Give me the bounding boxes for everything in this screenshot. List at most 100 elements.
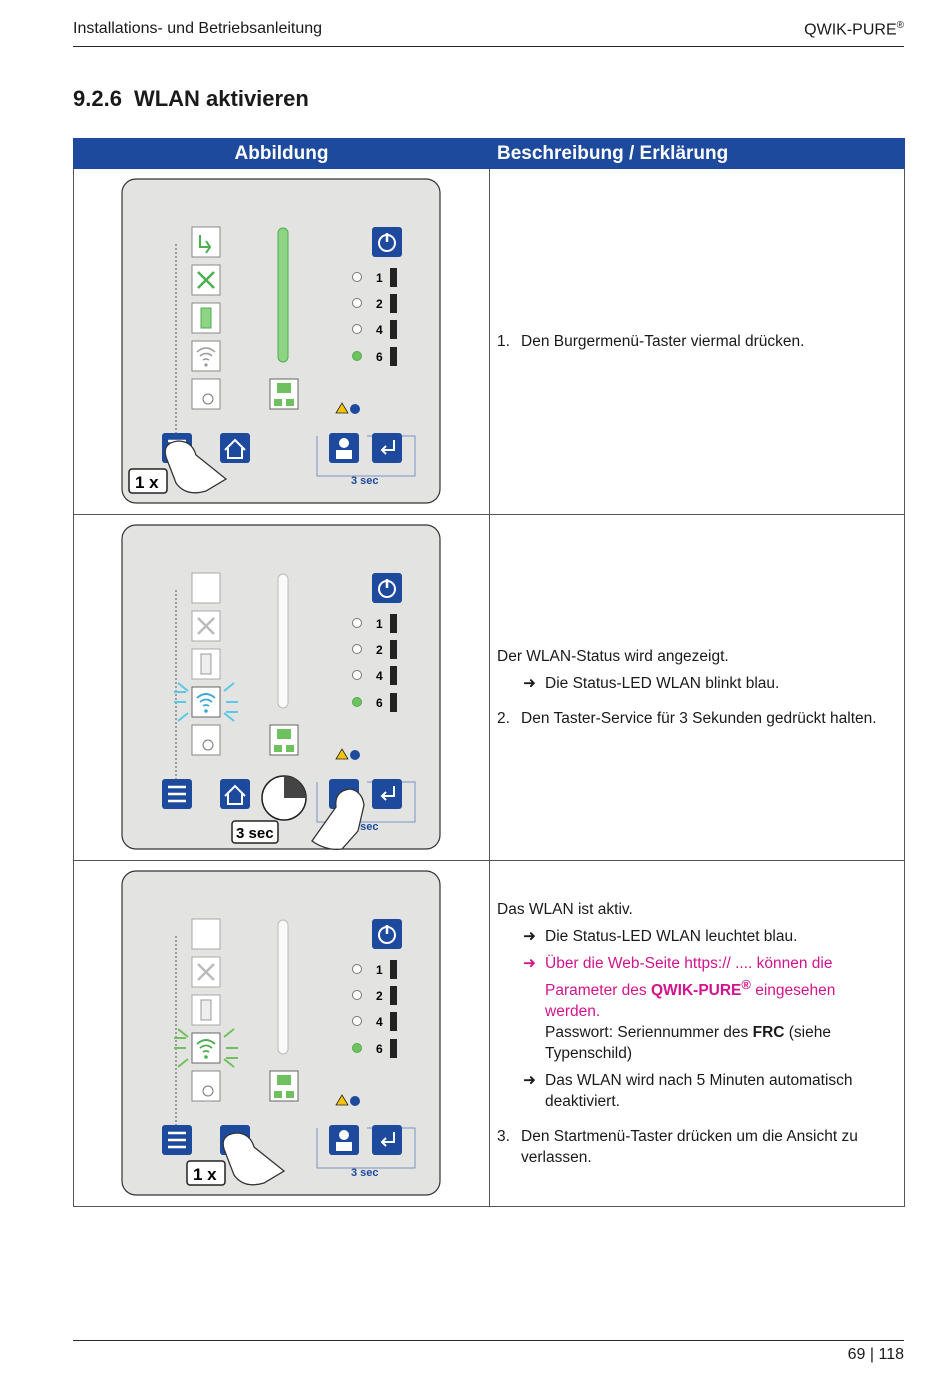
result-bullet: ➜ Das WLAN wird nach 5 Minuten automatisc… (523, 1070, 892, 1112)
step-1: 1. Den Burgermenü-Taster viermal drücken. (497, 331, 892, 352)
password-text-a: Passwort: Seriennummer des (545, 1024, 753, 1042)
bullet-text: Die Status-LED WLAN leuchtet blau. (545, 927, 798, 945)
level-bar (277, 227, 289, 363)
status-icon-column (174, 572, 238, 780)
warning-icon (335, 748, 349, 760)
download-icon (191, 918, 221, 950)
press-count: 1 x (135, 473, 159, 492)
product-name: QWIK-PURE® (804, 20, 904, 39)
step-number: 1. (497, 333, 510, 350)
info-icon (350, 404, 360, 414)
level-leds: 1 2 4 6 (352, 268, 397, 366)
password-note: Passwort: Seriennummer des FRC (siehe Ty… (545, 1022, 892, 1064)
bullet-text: Das WLAN wird nach 5 Minuten automatisch… (545, 1072, 853, 1111)
hold-badge (231, 820, 279, 844)
finger-icon (164, 440, 228, 494)
level-bar (277, 573, 289, 709)
level-label-1: 1 (376, 617, 383, 631)
web-bullet-text: Über die Web-Seite https:// .... können … (545, 953, 892, 1022)
result-bullet: ➜ Die Status-LED WLAN blinkt blau. (523, 673, 892, 694)
status-intro: Der WLAN-Status wird angezeigt. (497, 648, 729, 665)
finger-icon (311, 788, 365, 850)
step-text: Den Taster-Service für 3 Sekunden gedrüc… (521, 710, 877, 727)
web-bullet: ➜ Über die Web-Seite https:// .... können… (523, 953, 892, 1022)
result-bullet: ➜ Die Status-LED WLAN leuchtet blau. (523, 926, 892, 947)
download-icon (191, 572, 221, 604)
level-label-2: 2 (376, 297, 383, 311)
level-label-2: 2 (376, 643, 383, 657)
enter-button (372, 433, 402, 463)
level-label-4: 4 (376, 323, 383, 337)
level-bar (277, 919, 289, 1055)
control-panel-figure: 1 2 4 6 (121, 178, 441, 504)
timer-label: 3 sec (351, 475, 379, 487)
step-text: Den Burgermenü-Taster viermal drücken. (521, 333, 805, 350)
figure-cell: 1 2 4 6 (73, 168, 490, 515)
wlan-active-rays (174, 1028, 238, 1068)
table-row: 1 2 4 6 3 sec (73, 860, 905, 1207)
col-header-beschreibung: Beschreibung / Erklärung (489, 138, 905, 169)
password-text-c: (siehe Typenschild) (545, 1024, 831, 1063)
registered-mark: ® (896, 20, 904, 31)
page-number: 69 | 118 (847, 1346, 904, 1363)
step-number: 3. (497, 1128, 510, 1146)
product-label: QWIK-PURE (804, 21, 897, 39)
level-leds: 1 2 4 6 (352, 614, 397, 712)
status-icon-column (174, 918, 238, 1126)
press-badge (128, 468, 168, 494)
footer-rule (73, 1340, 904, 1341)
control-panel-figure: 1 2 4 6 3 sec (121, 870, 441, 1196)
figure-cell: 1 2 4 6 3 sec (73, 514, 490, 861)
table-row: 1 2 4 6 (73, 168, 905, 515)
section-heading: WLAN aktivieren (133, 86, 309, 111)
press-count: 1 x (193, 1165, 217, 1184)
header-rule (73, 46, 904, 47)
arrow-icon: ➜ (523, 927, 536, 945)
web-text-c: eingesehen werden. (545, 982, 836, 1021)
level-label-6: 6 (376, 1042, 383, 1056)
arrow-icon: ➜ (523, 954, 536, 972)
web-text-a: Über die Web-Seite https:// .... können … (545, 954, 833, 1000)
step-number: 2. (497, 710, 510, 727)
table-row: 1 2 4 6 3 sec (73, 514, 905, 861)
col-header-abbildung: Abbildung (73, 138, 490, 169)
frc-ref: FRC (752, 1024, 785, 1042)
description-cell: Das WLAN ist aktiv. ➜ Die Status-LED WLAN… (489, 860, 905, 1207)
status-icon-column (175, 226, 221, 434)
level-label-2: 2 (376, 989, 383, 1003)
instruction-table: Abbildung Beschreibung / Erklärung (73, 138, 905, 1207)
level-label-1: 1 (376, 963, 383, 977)
press-badge (186, 1160, 226, 1186)
table-header: Abbildung Beschreibung / Erklärung (73, 138, 905, 169)
level-label-6: 6 (376, 696, 383, 710)
level-label-4: 4 (376, 1015, 383, 1029)
arrow-icon: ➜ (523, 675, 536, 692)
status-intro: Das WLAN ist aktiv. (497, 900, 633, 918)
step-3: 3. Den Startmenü-Taster drücken um die An… (497, 1126, 892, 1168)
description-cell: Der WLAN-Status wird angezeigt. ➜ Die Sta… (489, 514, 905, 861)
level-leds: 1 2 4 6 (352, 960, 397, 1058)
doc-title: Installations- und Betriebsanleitung (73, 20, 323, 37)
hold-duration: 3 sec (236, 825, 274, 842)
description-cell: 1. Den Burgermenü-Taster viermal drücken. (489, 168, 905, 515)
finger-icon (222, 1132, 286, 1186)
level-label-6: 6 (376, 350, 383, 364)
info-icon (350, 1096, 360, 1106)
product-ref: QWIK-PURE (650, 982, 742, 1000)
warning-icon (335, 1094, 349, 1106)
wlan-blink-rays (174, 682, 238, 722)
enter-button (372, 779, 402, 809)
step-2: 2. Den Taster-Service für 3 Sekunden gedr… (497, 708, 892, 729)
figure-cell: 1 2 4 6 3 sec (73, 860, 490, 1207)
info-icon (350, 750, 360, 760)
level-label-1: 1 (376, 271, 383, 285)
step-text: Den Startmenü-Taster drücken um die Ansi… (521, 1128, 858, 1167)
valve-icon (191, 610, 221, 642)
registered-mark: ® (741, 976, 751, 992)
arrow-icon: ➜ (523, 1072, 536, 1090)
enter-button (372, 1125, 402, 1155)
timer-label: 3 sec (351, 1167, 379, 1179)
bullet-text: Die Status-LED WLAN blinkt blau. (545, 675, 780, 692)
control-panel-figure: 1 2 4 6 3 sec (121, 524, 441, 850)
